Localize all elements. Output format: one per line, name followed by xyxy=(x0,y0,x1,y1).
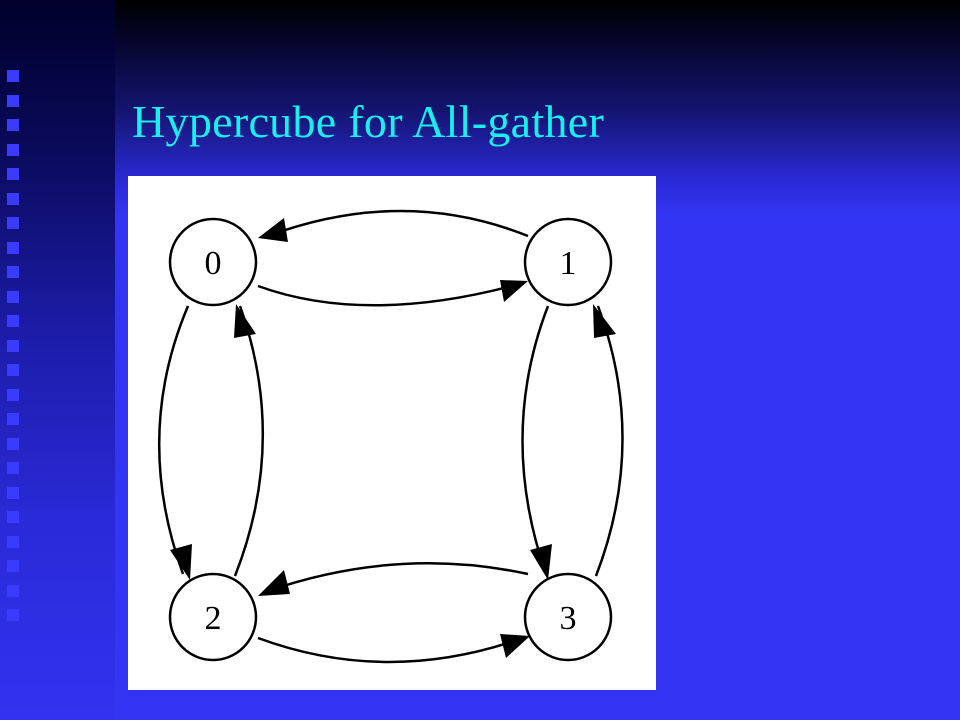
bullet-square xyxy=(7,462,19,474)
arrowhead-0-to-1 xyxy=(500,280,528,302)
edge-3-to-1 xyxy=(594,305,624,577)
bullet-square xyxy=(7,364,19,376)
edge-2-to-3 xyxy=(257,636,524,664)
node-3: 3 xyxy=(523,572,613,662)
bullet-square xyxy=(7,389,19,401)
edge-1-to-3 xyxy=(521,305,550,575)
edge-2-to-0 xyxy=(233,305,265,577)
bullet-square xyxy=(7,193,19,205)
bullet-square xyxy=(7,217,19,229)
bullet-square xyxy=(7,70,19,82)
edge-3-to-2 xyxy=(267,562,529,593)
bullet-square xyxy=(7,413,19,425)
arrowhead-0-to-2 xyxy=(170,544,192,580)
edge-0-to-2 xyxy=(157,305,190,575)
hypercube-graph: 0 1 2 3 xyxy=(157,209,624,664)
arrowhead-1-to-3 xyxy=(530,544,552,580)
node-0-label: 0 xyxy=(205,245,222,282)
node-2: 2 xyxy=(168,572,258,662)
bullet-square xyxy=(7,266,19,278)
bullet-square xyxy=(7,511,19,523)
hypercube-diagram: 0 1 2 3 xyxy=(128,176,656,690)
bullet-square xyxy=(7,340,19,352)
edge-0-to-1 xyxy=(257,281,524,307)
node-2-label: 2 xyxy=(205,600,222,637)
arrowhead-1-to-0 xyxy=(258,218,288,242)
bullet-square xyxy=(7,560,19,572)
bullet-square-column xyxy=(0,0,30,720)
bullet-square xyxy=(7,95,19,107)
bullet-square xyxy=(7,536,19,548)
bullet-square xyxy=(7,291,19,303)
slide-title: Hypercube for All-gather xyxy=(132,96,605,147)
left-decorative-strip xyxy=(0,0,115,720)
bullet-square xyxy=(7,609,19,621)
bullet-square xyxy=(7,242,19,254)
node-1: 1 xyxy=(523,217,613,307)
bullet-square xyxy=(7,119,19,131)
bullet-square xyxy=(7,438,19,450)
bullet-square xyxy=(7,144,19,156)
node-0: 0 xyxy=(168,217,258,307)
arrowhead-2-to-3 xyxy=(500,634,530,658)
bullet-square xyxy=(7,487,19,499)
node-1-label: 1 xyxy=(560,245,577,282)
arrowhead-2-to-0 xyxy=(234,304,256,338)
bullet-square xyxy=(7,585,19,597)
bullet-square xyxy=(7,315,19,327)
bullet-square xyxy=(7,168,19,180)
arrowhead-3-to-1 xyxy=(593,304,616,338)
node-3-label: 3 xyxy=(560,600,577,637)
arrowhead-3-to-2 xyxy=(258,570,290,596)
edge-1-to-0 xyxy=(267,209,529,238)
